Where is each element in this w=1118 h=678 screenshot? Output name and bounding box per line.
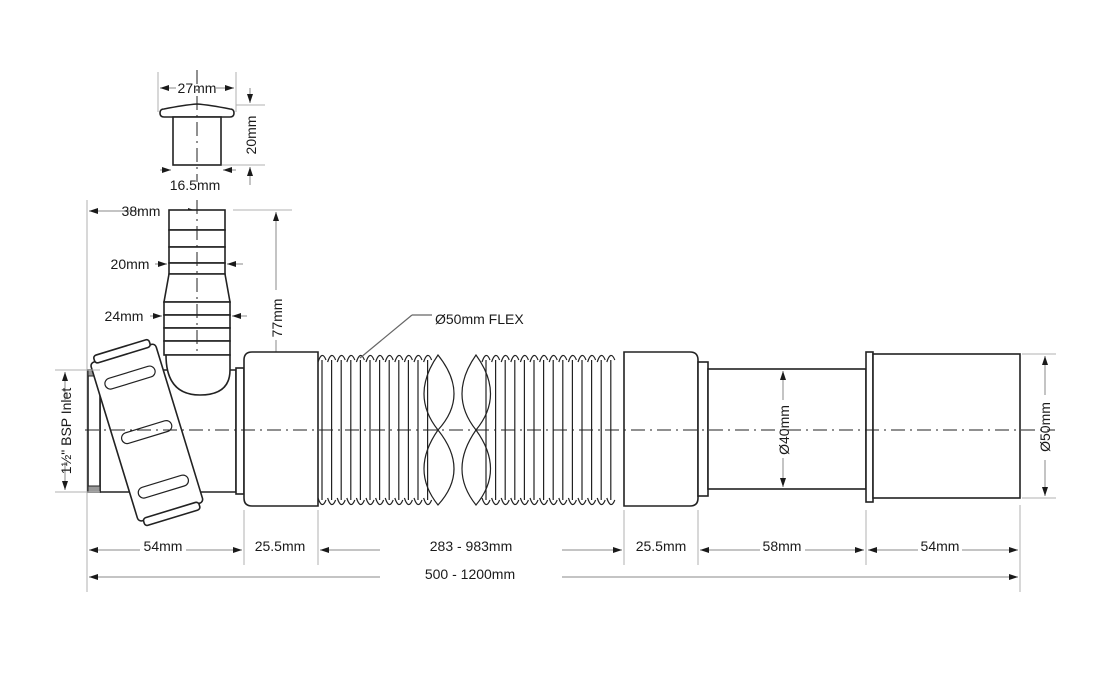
dim-overall-length: 500 - 1200mm: [425, 566, 515, 582]
spigot-lower-diameter-label: 24mm: [105, 308, 144, 324]
outlet-pipe: Ø40mm: [707, 368, 867, 490]
spigot-height-label: 77mm: [269, 299, 285, 338]
dim-left-collar: 25.5mm: [255, 538, 306, 554]
flex-hose-label: Ø50mm FLEX: [435, 311, 524, 327]
dim-right-collar: 25.5mm: [636, 538, 687, 554]
outlet-socket-diameter-label: Ø50mm: [1037, 402, 1053, 452]
inlet-body: [87, 338, 245, 527]
spigot-upper-diameter-label: 20mm: [111, 256, 150, 272]
outlet-pipe-diameter-label: Ø40mm: [776, 405, 792, 455]
outlet-socket: Ø50mm: [865, 351, 1056, 503]
dim-outlet-socket: 54mm: [921, 538, 960, 554]
cap-width-label: 27mm: [178, 80, 217, 96]
cap-inner-diameter-label: 16.5mm: [170, 177, 221, 193]
dim-outlet-pipe: 58mm: [763, 538, 802, 554]
length-dimensions: 54mm 25.5mm 283 - 983mm 25.5mm 58mm 54mm…: [86, 505, 1021, 592]
left-collar: [243, 351, 319, 507]
blanking-cap: 27mm 20mm 16.5mm: [157, 70, 265, 193]
inlet-label: 1½" BSP Inlet: [58, 388, 74, 475]
spigot-inlet: 38mm 20mm 24mm 77mm: [86, 200, 292, 590]
right-collar: [623, 351, 699, 507]
spigot-offset-label: 38mm: [122, 203, 161, 219]
dim-flex-length: 283 - 983mm: [430, 538, 512, 554]
flex-hose: Ø50mm FLEX: [317, 311, 616, 506]
dim-inlet-length: 54mm: [144, 538, 183, 554]
cap-height-label: 20mm: [243, 116, 259, 155]
inlet-dimension: 1½" BSP Inlet: [55, 369, 100, 493]
